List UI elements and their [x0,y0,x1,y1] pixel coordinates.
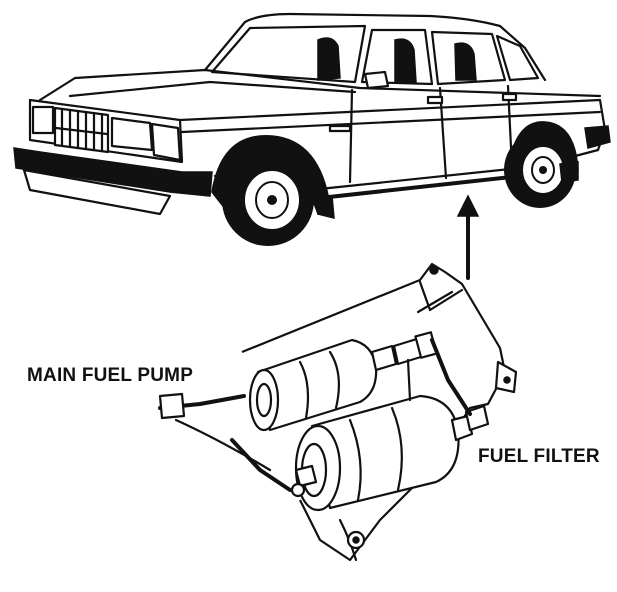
label-fuel-filter: FUEL FILTER [478,446,600,467]
pump-inlet-clamp [158,392,186,420]
car-rocker-panel [318,174,522,200]
pump-to-filter-line [430,338,472,416]
car-door-handle-rear [501,92,518,102]
car-door-line-front [348,88,354,184]
car-seat-back [454,42,477,81]
bracket-edge-fold [418,280,464,312]
car-front-bumper [13,147,213,197]
bracket-bolt-top [429,265,439,275]
bracket-bolt-bottom-center [352,536,360,544]
car-hood-crease [68,80,357,98]
fuel-filter [290,394,490,512]
car-belt-line [180,110,602,134]
car-side-badge [328,124,352,133]
car-rear-wheel [504,132,576,208]
car-headlight-right [110,116,154,152]
car-corner-light [150,122,182,162]
car-roof-outline [203,12,547,82]
car-side-mirror [363,70,390,90]
bracket-strut [406,358,412,402]
car-door-handle-front [426,95,444,105]
main-fuel-pump [248,331,438,432]
fuel-assembly-illustration [158,262,518,562]
arrow-head [456,194,480,217]
filter-outlet-pipe [230,438,292,492]
car-mudflap-rear [559,161,579,183]
bracket-bolt-right [503,376,511,384]
bracket-slot [416,290,454,314]
car-seat-front [317,37,341,81]
label-main-fuel-pump: MAIN FUEL PUMP [27,365,194,386]
car-rear-bumper [584,125,611,149]
car-quarter-window [495,34,540,82]
car-seat-rear [394,38,417,83]
car-front-spoiler [22,168,172,216]
pump-hose-lower [174,418,272,472]
car-mudflap-front [317,195,335,219]
car-illustration [13,12,611,246]
car-grille-bars [54,107,109,153]
car-headlight-left [31,105,55,135]
location-arrow [456,194,480,280]
car-front-wheel [222,154,314,246]
